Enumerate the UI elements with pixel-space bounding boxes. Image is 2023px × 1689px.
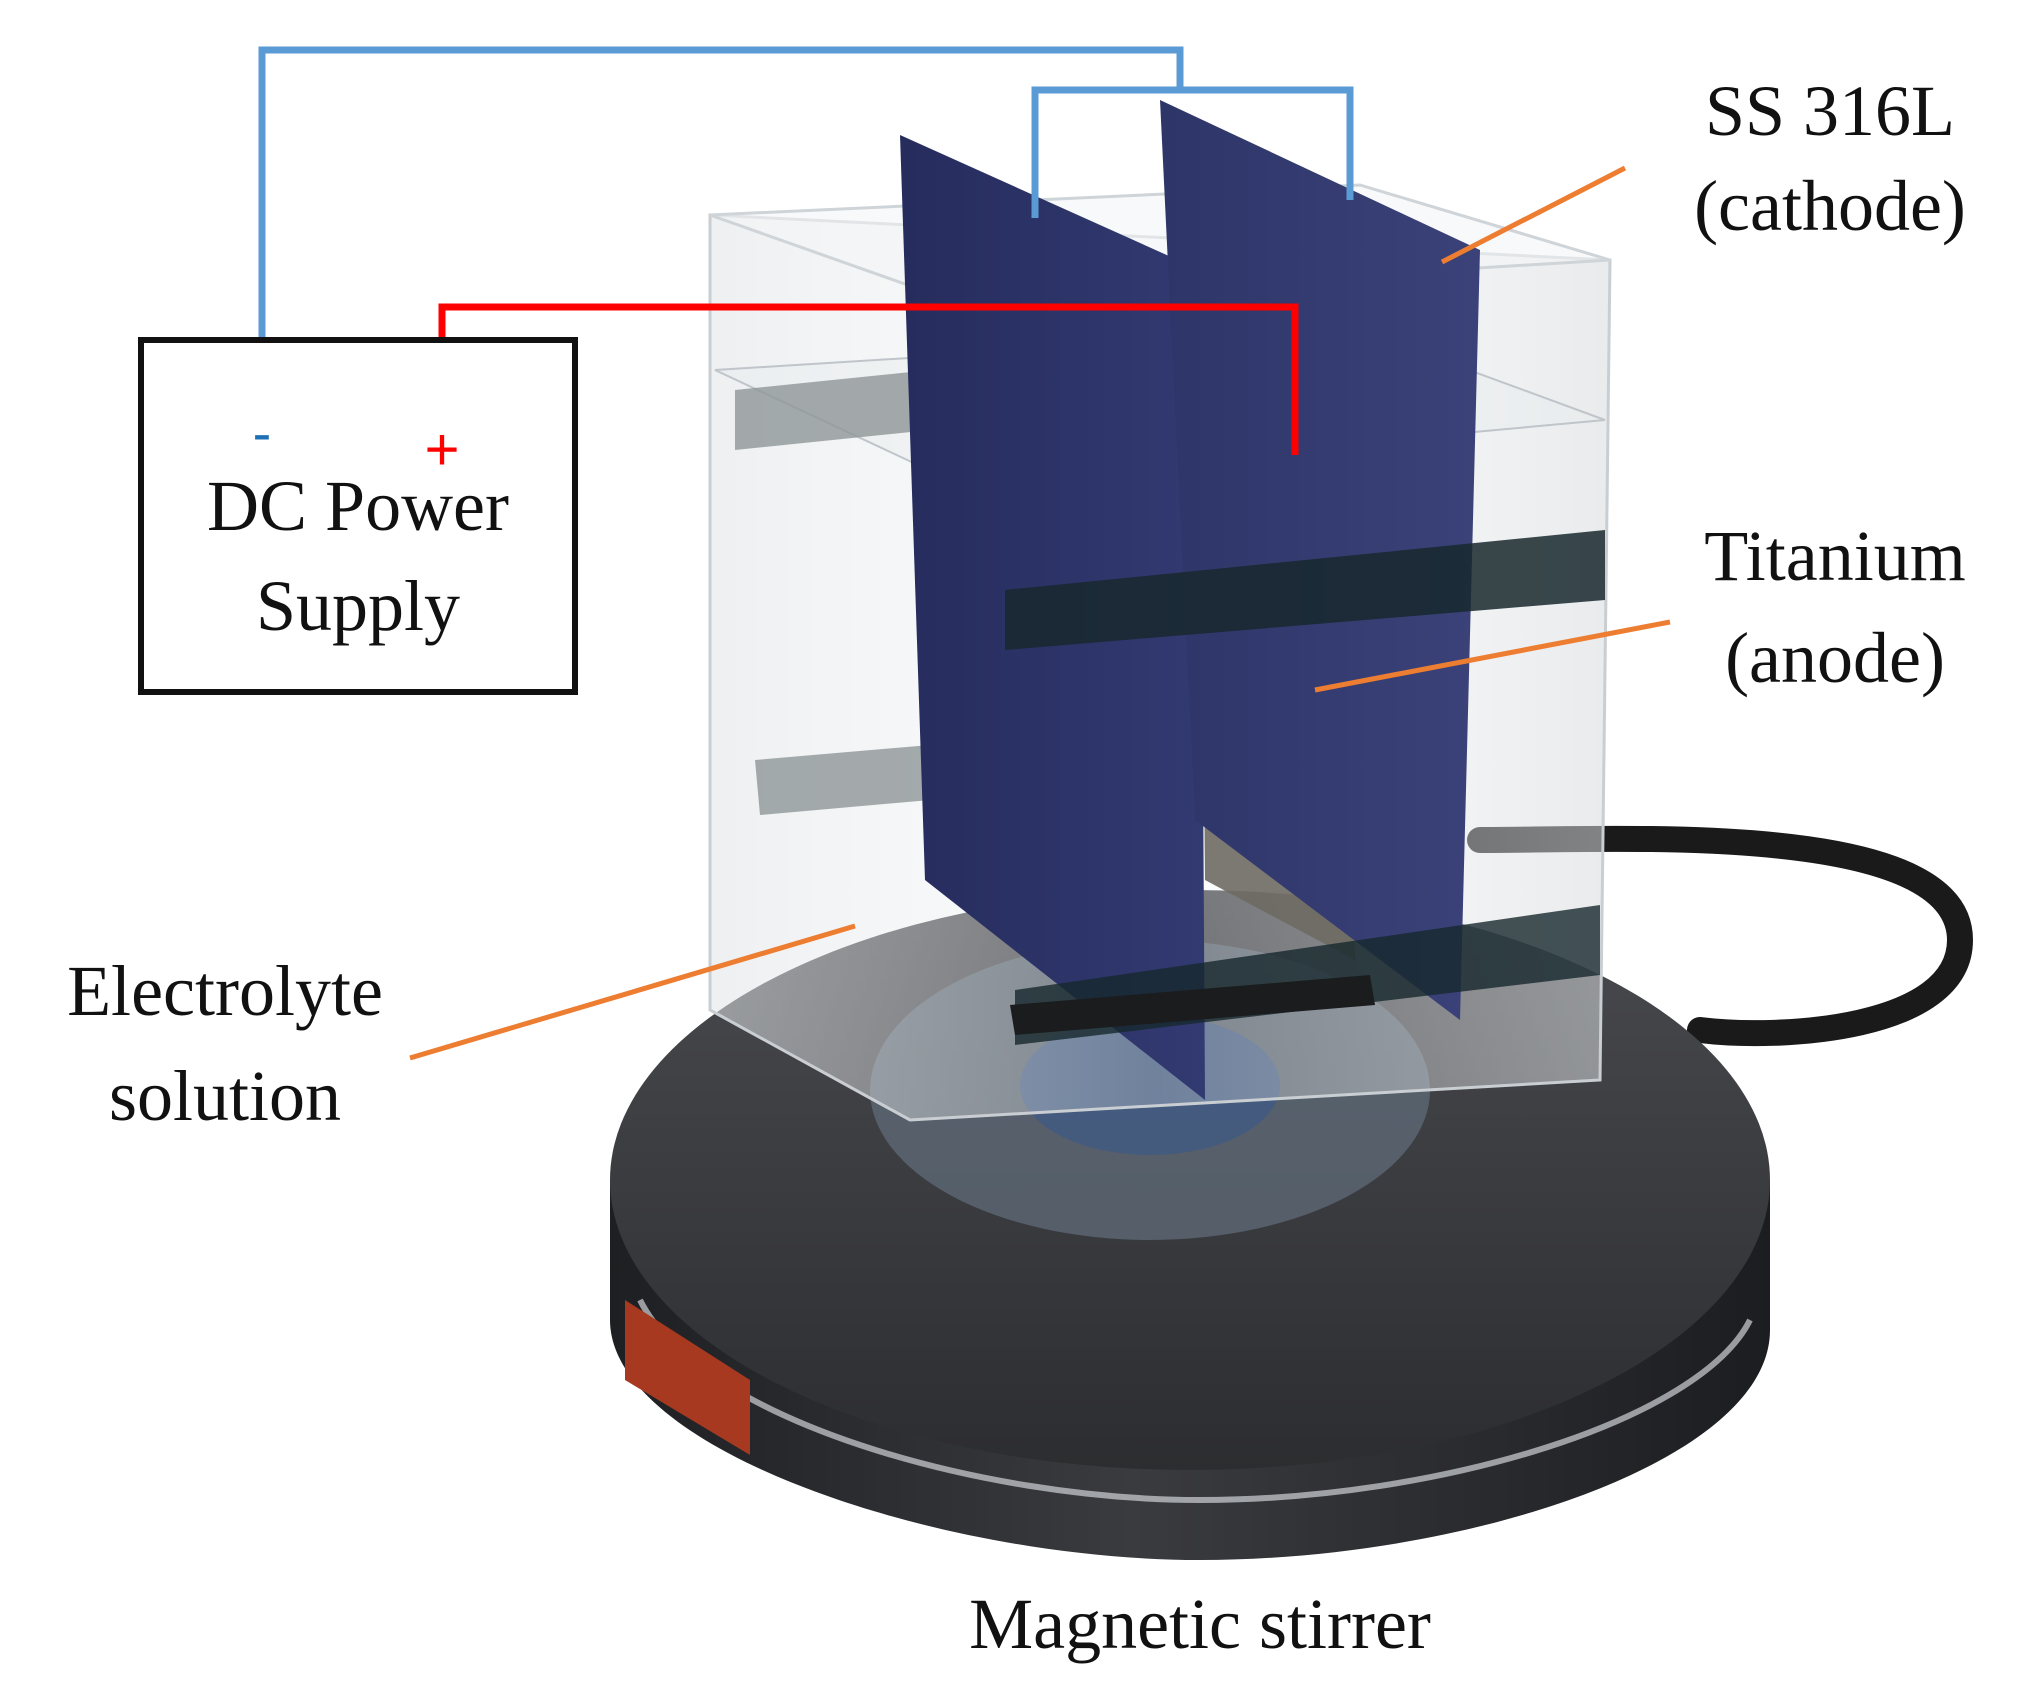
electrolyte-leader-line	[409, 923, 856, 1061]
power-supply-label-line1: DC Power	[207, 466, 509, 546]
positive-terminal-sign: +	[424, 416, 459, 483]
stirrer-label: Magnetic stirrer	[969, 1584, 1431, 1664]
power-supply-label-line2: Supply	[256, 566, 460, 646]
negative-terminal-sign: -	[253, 401, 272, 464]
anode-label-line1: Titanium	[1704, 516, 1965, 596]
holder-band-upper-left	[735, 370, 930, 450]
stir-bar	[1010, 975, 1375, 1035]
anode-leader-line	[1314, 619, 1671, 693]
leader-lines	[409, 165, 1671, 1061]
cathode-leader-line	[1440, 165, 1627, 265]
cathode-label-line1: SS 316L	[1705, 71, 1955, 151]
anode-label-line2: (anode)	[1725, 618, 1945, 698]
power-supply-box	[138, 337, 578, 695]
electrodes	[900, 100, 1605, 1100]
cathode-label-line2: (cathode)	[1694, 166, 1966, 246]
stirrer-rim-highlight	[637, 1298, 1753, 1504]
holder-band-lower-left	[755, 745, 930, 815]
negative-wire-branch	[1031, 86, 1354, 218]
electrolyte-label-line2: solution	[109, 1056, 341, 1136]
electrolyte-label-line1: Electrolyte	[67, 951, 383, 1031]
holder-band-upper-right	[1005, 530, 1605, 650]
stirrer-cable	[1467, 825, 1974, 1047]
negative-wire	[258, 46, 1184, 392]
stirrer-indicator	[625, 1300, 750, 1455]
